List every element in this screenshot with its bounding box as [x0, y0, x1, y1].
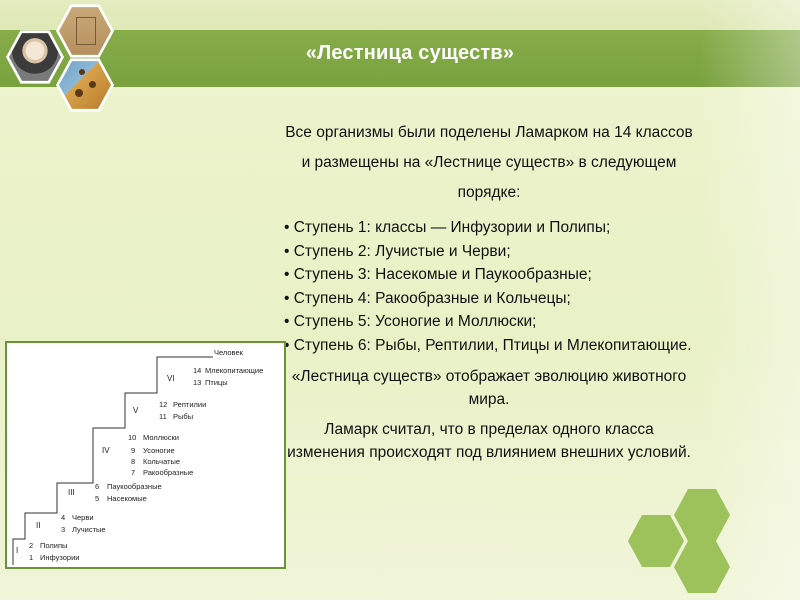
ladder-svg: I II III IV V VI 1 Инфузории 2 Полипы 3 …	[12, 348, 263, 565]
conclusion-paragraph: Ламарк считал, что в пределах одного кла…	[287, 421, 691, 461]
top-label-human: Человек	[214, 348, 244, 357]
steps-list: • Ступень 1: классы — Инфузории и Полипы…	[284, 216, 694, 357]
lamarck-portrait-icon	[9, 33, 61, 81]
class-name: Кольчатые	[143, 457, 180, 466]
class-number: 2	[29, 541, 33, 550]
staircase-line	[12, 356, 213, 565]
class-name: Инфузории	[40, 553, 79, 562]
list-item: • Ступень 3: Насекомые и Паукообразные;	[284, 266, 592, 283]
class-number: 9	[131, 446, 135, 455]
class-name: Усоногие	[143, 446, 175, 455]
step-roman: III	[68, 488, 75, 497]
class-number: 8	[131, 457, 135, 466]
class-name: Птицы	[205, 378, 228, 387]
class-number: 5	[95, 494, 99, 503]
class-name: Рептилии	[173, 400, 206, 409]
step-roman: V	[133, 406, 139, 415]
class-number: 4	[61, 513, 65, 522]
step-roman: I	[16, 546, 18, 555]
class-name: Рыбы	[173, 412, 193, 421]
list-item: • Ступень 1: классы — Инфузории и Полипы…	[284, 219, 611, 236]
class-number: 11	[159, 412, 167, 421]
class-name: Паукообразные	[107, 482, 162, 491]
class-name: Насекомые	[107, 494, 147, 503]
class-name: Ракообразные	[143, 468, 193, 477]
class-name: Полипы	[40, 541, 67, 550]
list-item: • Ступень 2: Лучистые и Черви;	[284, 242, 511, 260]
class-number: 10	[128, 433, 136, 442]
class-number: 1	[29, 553, 33, 562]
class-name: Моллюски	[143, 433, 179, 442]
list-item: • Ступень 5: Усоногие и Моллюски;	[284, 313, 537, 330]
list-item: • Ступень 4: Ракообразные и Кольчецы;	[284, 289, 571, 307]
class-number: 12	[159, 400, 167, 409]
class-number: 3	[61, 525, 65, 534]
list-item: • Ступень 6: Рыбы, Рептилии, Птицы и Мле…	[284, 336, 692, 354]
slide-title: «Лестница существ»	[305, 42, 515, 64]
step-roman: VI	[167, 374, 175, 383]
decor-hexagon	[628, 515, 684, 567]
step-roman: II	[36, 521, 40, 530]
class-name: Черви	[72, 513, 94, 522]
step-roman: IV	[102, 446, 110, 455]
class-number: 14	[193, 366, 201, 375]
giraffe-icon	[59, 61, 111, 109]
class-number: 6	[95, 482, 99, 491]
evolution-note: «Лестница существ» отображает эволюцию ж…	[291, 368, 687, 408]
lamarck-portrait-hex	[6, 30, 64, 84]
title-bar	[0, 30, 800, 87]
class-number: 7	[131, 468, 135, 477]
intro-paragraph: Все организмы были поделены Ламарком на …	[285, 124, 693, 201]
content-block: Все организмы были поделены Ламарком на …	[284, 118, 694, 464]
class-number: 13	[193, 378, 201, 387]
class-name: Лучистые	[72, 525, 106, 534]
top-band	[0, 0, 800, 30]
class-name: Млекопитающие	[205, 366, 263, 375]
ladder-diagram: I II III IV V VI 1 Инфузории 2 Полипы 3 …	[5, 341, 286, 569]
book-cover-icon	[59, 7, 111, 55]
